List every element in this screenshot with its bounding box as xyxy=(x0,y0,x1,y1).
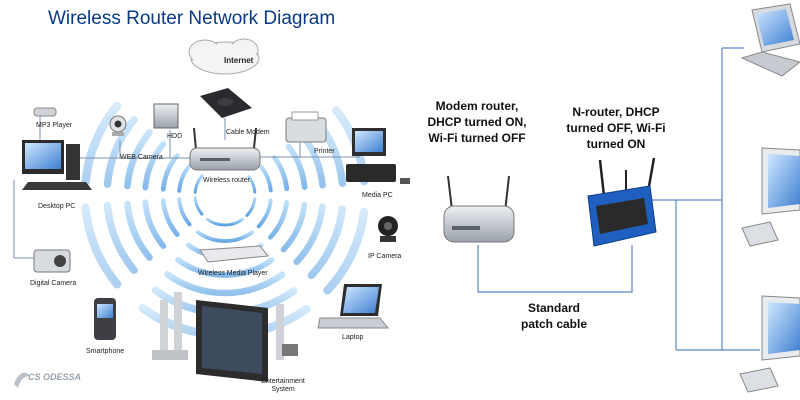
smartphone-icon xyxy=(94,298,116,340)
mp3-player-label: MP3 Player xyxy=(36,122,73,129)
digital-camera-icon xyxy=(33,249,71,273)
wireless-router-label: Wireless router xyxy=(203,177,251,184)
wifi-wave-arc xyxy=(267,200,289,240)
wired-connections xyxy=(13,112,360,259)
n-router-icon xyxy=(587,157,657,247)
printer-label: Printer xyxy=(314,148,335,155)
patch-cable-line xyxy=(477,245,633,293)
wifi-wave-arc xyxy=(81,203,122,289)
media-pc-label: Media PC xyxy=(362,192,393,199)
wifi-wave-arc xyxy=(256,198,273,229)
wifi-wave-arc xyxy=(293,203,326,266)
hdd-icon xyxy=(153,103,179,129)
laptop-icon xyxy=(317,284,390,329)
desktop-pc-label: Desktop PC xyxy=(38,203,76,210)
wireless-media-player-icon xyxy=(199,245,269,263)
cable-modem-label: Cable Modem xyxy=(226,129,270,136)
network-laptop-icon xyxy=(740,3,800,77)
modem-router-icon xyxy=(443,175,515,243)
network-pc-icon xyxy=(739,295,800,393)
wireless-router-icon xyxy=(189,127,261,171)
printer-icon xyxy=(285,111,327,143)
wifi-wave-arc xyxy=(285,143,308,190)
ip-camera-icon xyxy=(378,216,398,242)
desktop-pc-icon xyxy=(22,140,92,190)
brand-logo-icon xyxy=(14,372,30,388)
web-camera-label: WEB Camera xyxy=(120,154,163,161)
modem-router-note: Modem router, DHCP turned ON, Wi-Fi turn… xyxy=(427,99,527,145)
hdd-label: HDD xyxy=(167,133,183,140)
wifi-wave-arc xyxy=(160,153,180,192)
wifi-wave-arc xyxy=(160,198,180,237)
wifi-wave-arc xyxy=(142,199,167,249)
wifi-wave-arc xyxy=(103,202,138,275)
n-router-note: N-router, DHCP turned OFF, Wi-Fi turned … xyxy=(566,105,666,151)
web-camera-icon xyxy=(109,115,127,136)
brand-name: CS ODESSA xyxy=(28,372,82,382)
wifi-wave-arc xyxy=(177,197,192,227)
page-title: Wireless Router Network Diagram xyxy=(48,8,336,29)
wifi-wave-arc xyxy=(323,207,369,295)
wifi-wave-arc xyxy=(177,163,192,193)
network-pc-icon xyxy=(741,147,800,247)
entertainment-system-label: Entertainment System xyxy=(261,378,305,393)
wifi-wave-arc xyxy=(142,141,167,191)
wifi-wave-arc xyxy=(259,165,273,193)
wifi-wave-arc xyxy=(175,256,275,278)
ip-camera-label: IP Camera xyxy=(368,253,402,260)
media-pc-icon xyxy=(346,128,410,184)
entertainment-system-icon xyxy=(152,292,298,382)
cable-modem-icon xyxy=(200,88,252,118)
wifi-wave-arc xyxy=(124,200,153,261)
right-network-cables xyxy=(477,47,760,351)
wireless-media-player-label: Wireless Media Player xyxy=(198,270,268,277)
wifi-wave-arc xyxy=(245,197,257,217)
laptop-label: Laptop xyxy=(342,334,364,341)
wifi-wave-arc xyxy=(164,270,286,297)
internet-label: Internet xyxy=(224,56,254,65)
wifi-wave-arc xyxy=(307,205,346,280)
digital-camera-label: Digital Camera xyxy=(30,280,77,287)
wifi-wave-arc xyxy=(193,196,204,216)
wifi-wave-arc xyxy=(193,174,204,194)
mp3-player-icon xyxy=(33,107,57,117)
wifi-wave-arc xyxy=(195,230,254,243)
patch-cable-note: Standard patch cable xyxy=(520,301,588,331)
internet-cloud-icon xyxy=(188,38,260,75)
wifi-wave-arc xyxy=(103,115,138,188)
wifi-wave-arc xyxy=(205,217,244,227)
smartphone-label: Smartphone xyxy=(86,348,125,355)
wifi-wave-arc xyxy=(271,155,290,192)
wifi-wave-arc xyxy=(247,175,257,194)
wifi-wave-arc xyxy=(81,101,122,187)
wifi-wave-arc xyxy=(280,201,308,253)
